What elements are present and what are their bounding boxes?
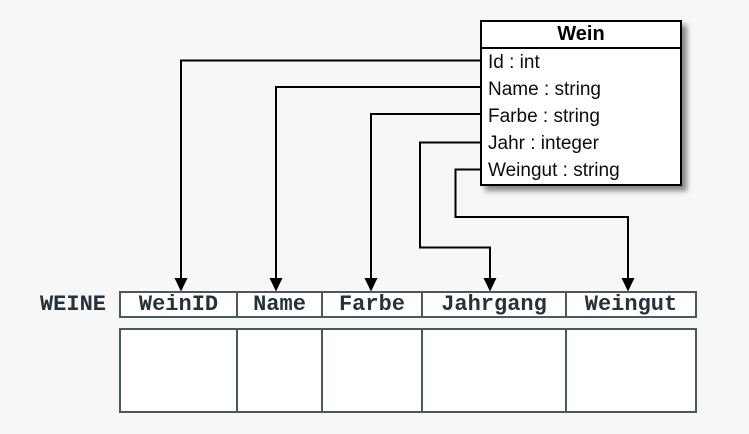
table-header-row: WeinID Name Farbe Jahrgang Weingut [119, 291, 697, 318]
class-attribute-name: Name : string [488, 79, 601, 100]
class-box-title: Wein [482, 22, 680, 49]
arrowhead-weinid [174, 278, 188, 292]
column-header-weingut: Weingut [567, 291, 697, 318]
connector-name-to-name [275, 86, 480, 281]
column-header-name: Name [238, 291, 323, 318]
table-body-cell [567, 328, 697, 413]
arrowhead-name [269, 278, 283, 292]
class-attribute-weingut: Weingut : string [488, 160, 620, 181]
column-header-weinid: WeinID [119, 291, 238, 318]
table-body-cell [423, 328, 567, 413]
arrowhead-farbe [364, 278, 378, 292]
connector-weingut-to-weingut [454, 168, 629, 281]
column-header-farbe: Farbe [323, 291, 423, 318]
table-name-label: WEINE [39, 292, 106, 317]
connector-farbe-to-farbe [370, 113, 480, 281]
class-attribute-id: Id : int [488, 52, 540, 73]
column-header-jahrgang: Jahrgang [423, 291, 567, 318]
connector-jahr-to-jahrgang [419, 141, 491, 281]
table-body-cell [119, 328, 238, 413]
table-body-cell [238, 328, 323, 413]
connector-id-to-weinid [180, 59, 480, 281]
class-attribute-jahr: Jahr : integer [488, 133, 599, 154]
arrowhead-weingut [621, 278, 635, 292]
class-attribute-farbe: Farbe : string [488, 106, 600, 127]
class-box-wein: Wein Id : int Name : string Farbe : stri… [480, 20, 682, 186]
arrowhead-jahrgang [483, 278, 497, 292]
table-body-cell [323, 328, 423, 413]
table-body-row [119, 328, 697, 413]
